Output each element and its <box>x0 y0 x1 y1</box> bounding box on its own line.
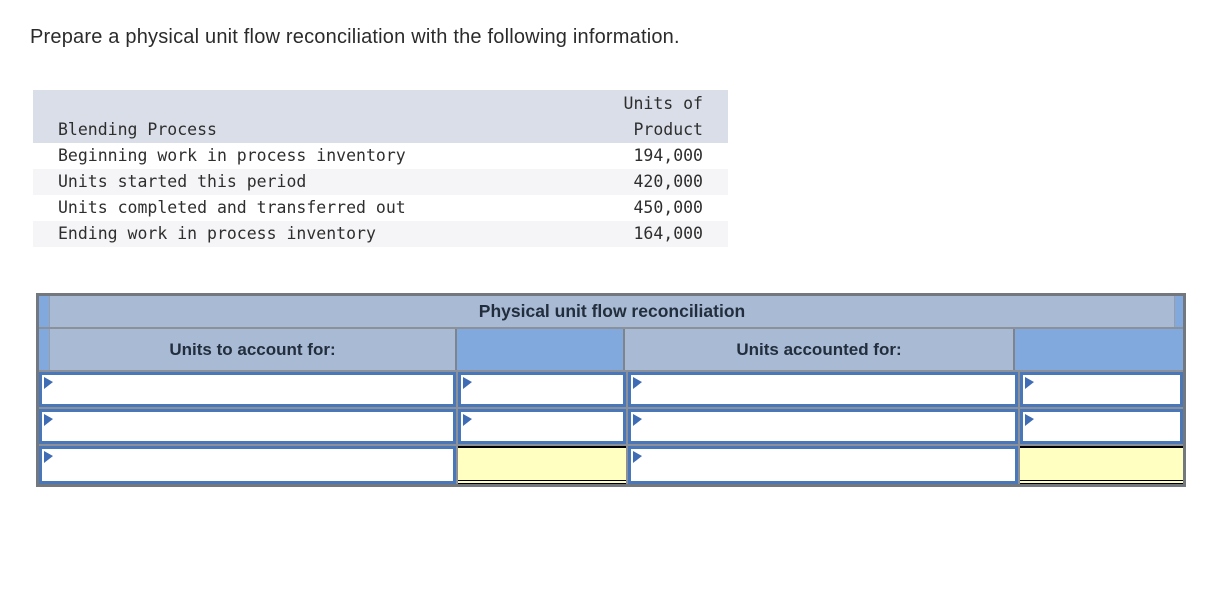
left-total-label-input-cell[interactable] <box>39 446 456 484</box>
right-total-label-input-cell[interactable] <box>628 446 1018 484</box>
right-label-input-cell[interactable] <box>628 372 1018 407</box>
right-amount-input-cell[interactable] <box>1020 372 1183 407</box>
reconciliation-table: Physical unit flow reconciliation Units … <box>36 293 1186 487</box>
right-accent-strip <box>1174 296 1183 327</box>
row-value: 194,000 <box>633 146 703 165</box>
row-value: 450,000 <box>633 198 703 217</box>
left-accent-strip <box>39 296 50 327</box>
cell-marker-icon <box>633 377 642 389</box>
cell-marker-icon <box>1025 414 1034 426</box>
right-label-input-cell[interactable] <box>628 409 1018 444</box>
cell-marker-icon <box>633 414 642 426</box>
cell-marker-icon <box>463 414 472 426</box>
left-amount-column-header <box>457 329 625 370</box>
table-row: Units started this period 420,000 <box>33 169 728 195</box>
cell-marker-icon <box>44 451 53 463</box>
input-row <box>39 372 1183 407</box>
row-value: 420,000 <box>633 172 703 191</box>
left-total-cell[interactable] <box>458 446 626 484</box>
total-row <box>39 446 1183 484</box>
cell-marker-icon <box>44 414 53 426</box>
units-of-product-header: Units of Product <box>623 94 703 139</box>
right-total-cell[interactable] <box>1020 446 1183 484</box>
input-row <box>39 409 1183 444</box>
units-accounted-for-header: Units accounted for: <box>625 329 1015 370</box>
units-to-account-for-header: Units to account for: <box>50 329 457 370</box>
reconciliation-title-row: Physical unit flow reconciliation <box>39 296 1183 327</box>
process-title: Blending Process <box>58 120 217 139</box>
given-data-header: Blending Process Units of Product <box>33 90 728 143</box>
reconciliation-header-row: Units to account for: Units accounted fo… <box>39 329 1183 370</box>
row-label: Ending work in process inventory <box>58 224 376 243</box>
row-label: Units completed and transferred out <box>58 198 406 217</box>
left-label-input-cell[interactable] <box>39 409 456 444</box>
left-accent-strip <box>39 329 50 370</box>
row-label: Units started this period <box>58 172 307 191</box>
left-amount-input-cell[interactable] <box>458 409 626 444</box>
right-amount-column-header <box>1015 329 1183 370</box>
cell-marker-icon <box>44 377 53 389</box>
left-label-input-cell[interactable] <box>39 372 456 407</box>
table-row: Beginning work in process inventory 194,… <box>33 143 728 169</box>
right-amount-input-cell[interactable] <box>1020 409 1183 444</box>
left-amount-input-cell[interactable] <box>458 372 626 407</box>
table-row: Ending work in process inventory 164,000 <box>33 221 728 247</box>
table-row: Units completed and transferred out 450,… <box>33 195 728 221</box>
reconciliation-title: Physical unit flow reconciliation <box>50 296 1174 327</box>
row-value: 164,000 <box>633 224 703 243</box>
cell-marker-icon <box>633 451 642 463</box>
cell-marker-icon <box>1025 377 1034 389</box>
cell-marker-icon <box>463 377 472 389</box>
row-label: Beginning work in process inventory <box>58 146 406 165</box>
question-text: Prepare a physical unit flow reconciliat… <box>30 26 680 48</box>
given-data-table: Blending Process Units of Product Beginn… <box>33 90 728 247</box>
